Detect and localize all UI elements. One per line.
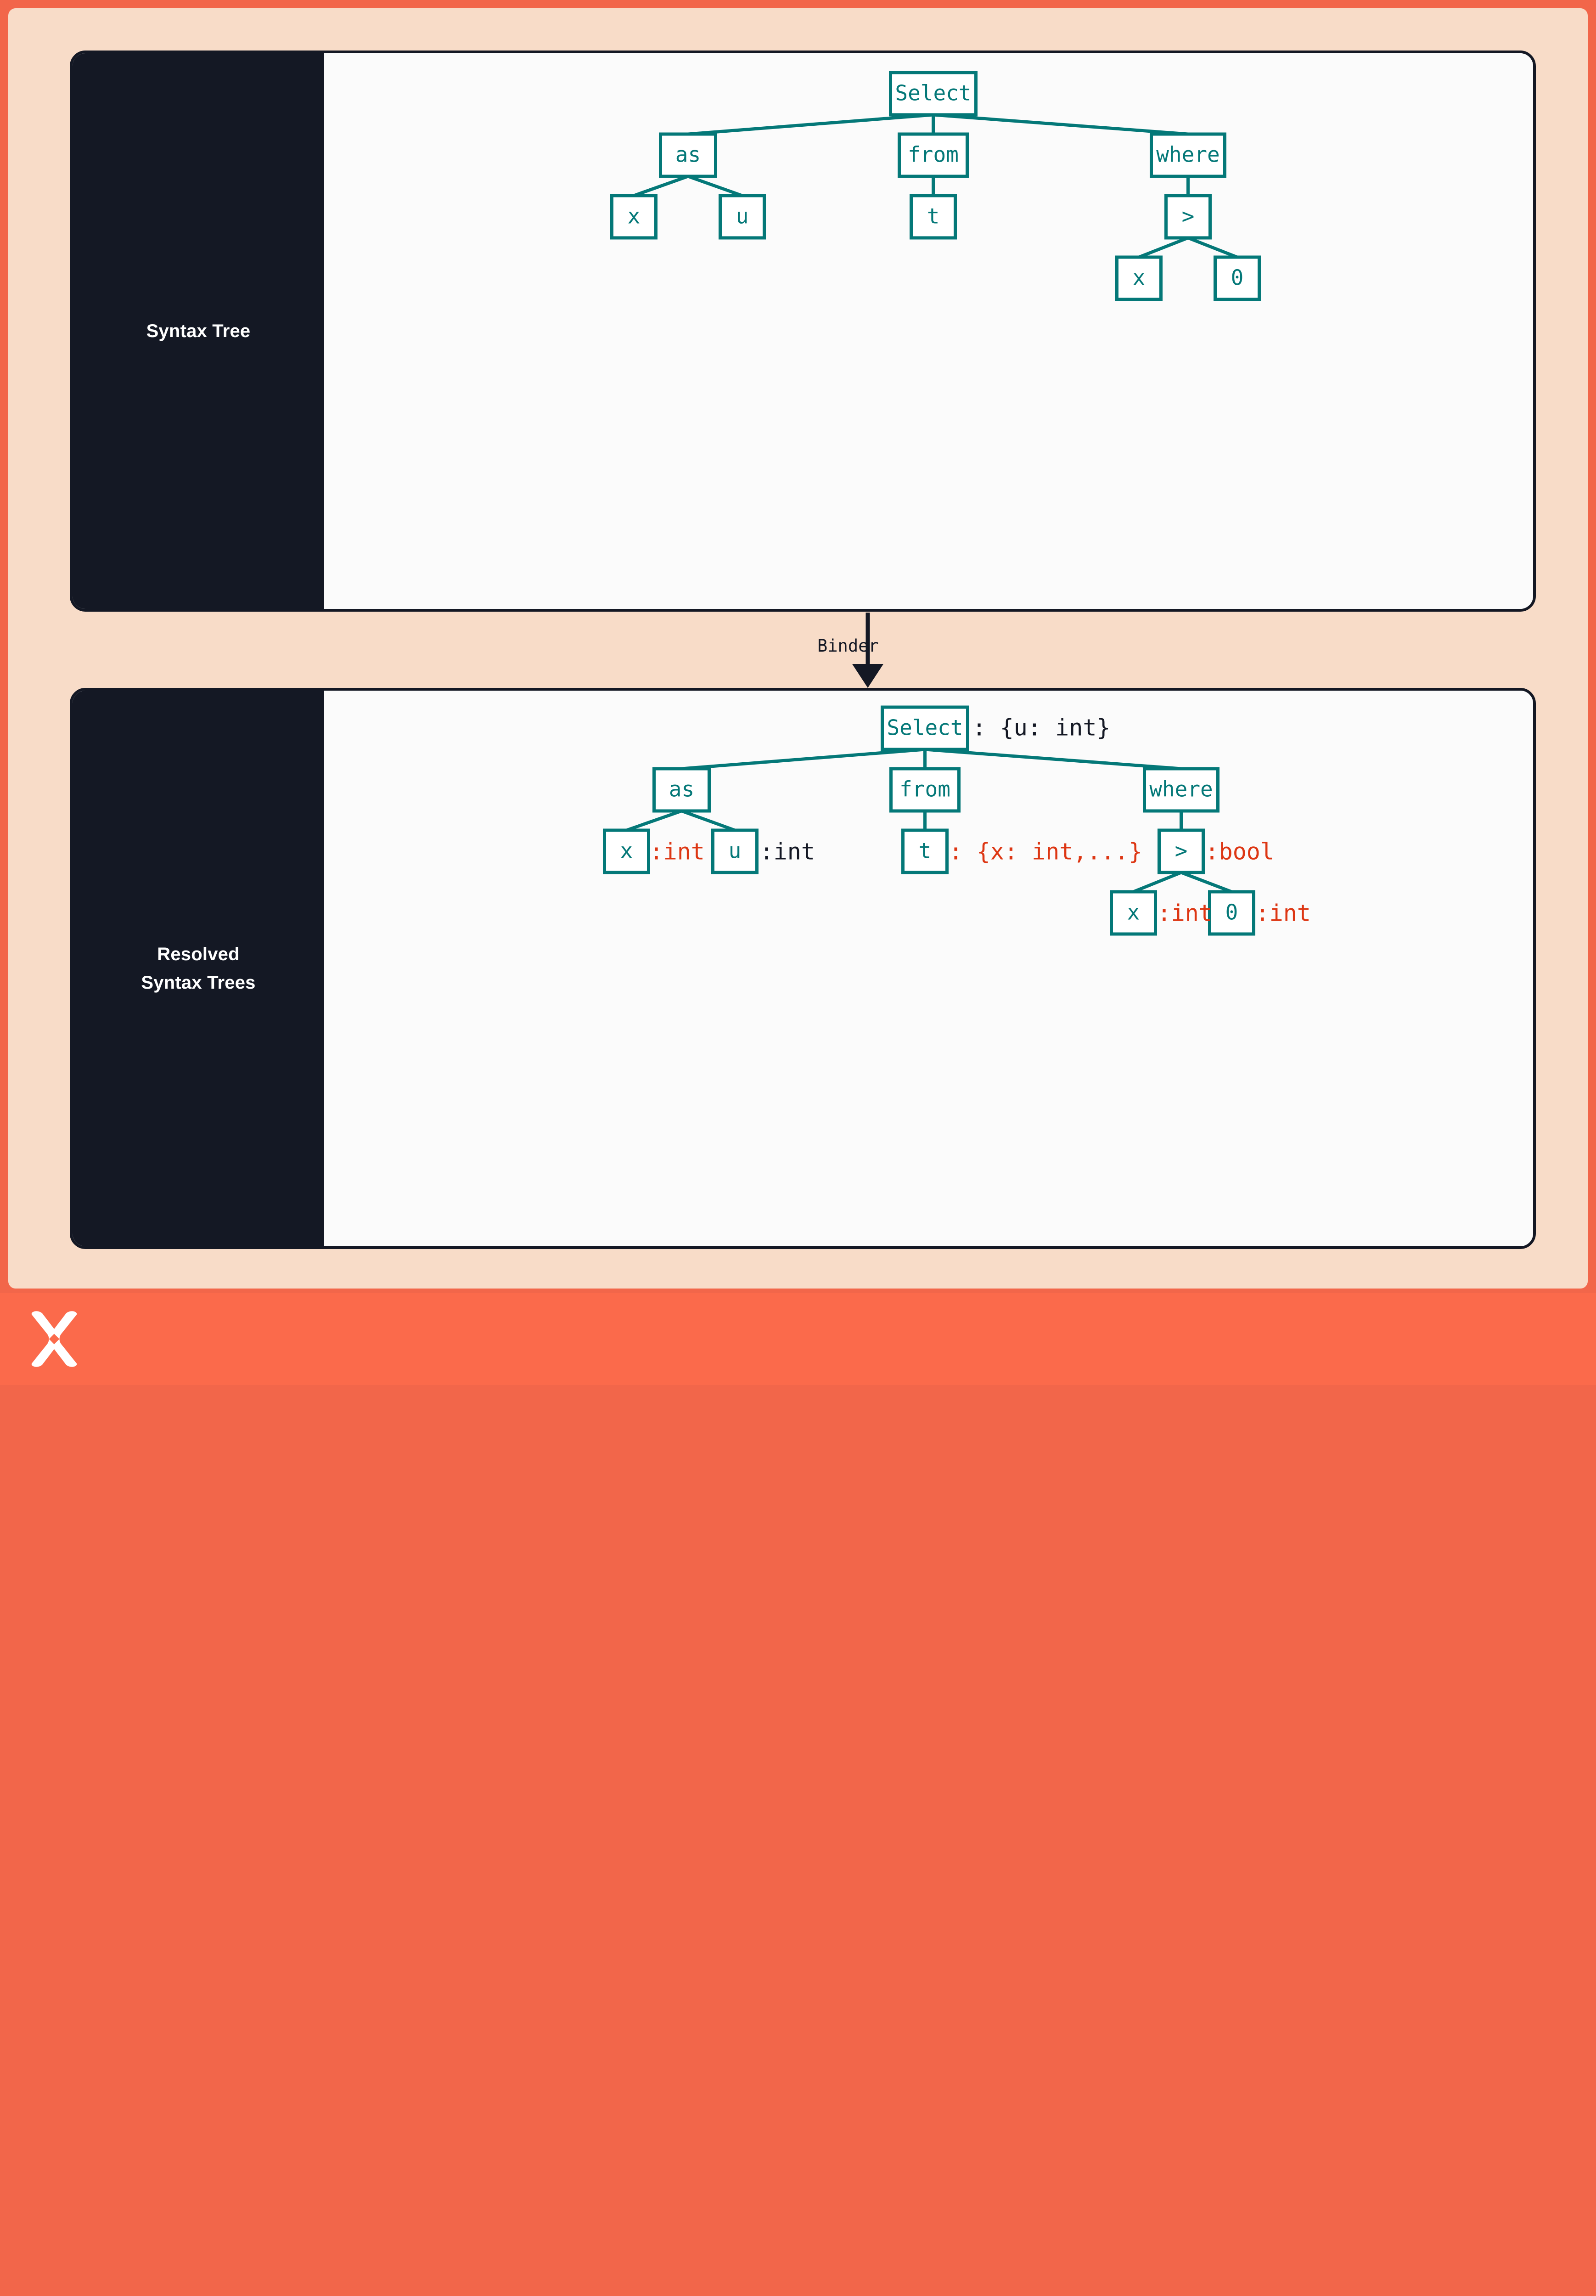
tree-node-label: x <box>628 204 641 229</box>
tree-node-label: u <box>736 204 749 229</box>
syntax-tree-graphic: Select as from where x u t > x 0 <box>610 71 1261 301</box>
binder-arrow-graphic <box>852 613 883 688</box>
tree-node-zero[interactable]: 0 <box>1214 255 1261 301</box>
tree-edge <box>1187 236 1238 259</box>
tree-edge <box>925 748 1181 771</box>
tree-node-label: > <box>1182 204 1195 229</box>
tree-edge <box>1138 236 1189 259</box>
tree-node-box <box>910 194 957 240</box>
resolved-syntax-tree-graphic: Select as from where x u t > x 0 : {u: int} :int :in… <box>603 705 1311 936</box>
tree-node-label: from <box>908 142 959 167</box>
tree-node-box <box>1164 194 1212 240</box>
tree-node-box <box>719 194 766 240</box>
tree-node-box <box>659 132 717 178</box>
sidebar-syntax-tree: Syntax Tree <box>73 53 324 609</box>
tree-node-label: Select <box>887 715 963 740</box>
tree-node-t[interactable]: t <box>901 828 949 874</box>
tree-node-box <box>610 194 658 240</box>
tree-node-box <box>881 705 969 751</box>
tree-node-x2[interactable]: x <box>1110 890 1157 936</box>
footer-bar: Binders Resolve Names and Check Types <box>0 1293 1596 1385</box>
tree-node-label: where <box>1149 777 1213 802</box>
tree-edge <box>1180 871 1232 894</box>
tree-node-t[interactable]: t <box>910 194 957 240</box>
panel-syntax-tree: Syntax Tree Select as from where x u t > x 0 <box>70 51 1536 612</box>
tree-node-label: as <box>675 142 701 167</box>
tree-node-where[interactable]: where <box>1143 767 1219 813</box>
binder-label: Binder <box>817 636 879 656</box>
tree-node-x1[interactable]: x <box>610 194 658 240</box>
type-annotation-select: : {u: int} <box>972 715 1111 741</box>
type-annotation-x2: :int <box>1158 900 1213 927</box>
tree-node-label: x <box>620 838 633 863</box>
tree-node-box <box>603 828 650 874</box>
tree-edge <box>681 748 925 771</box>
tree-node-label: Select <box>895 81 971 106</box>
tree-node-as[interactable]: as <box>652 767 711 813</box>
tree-node-as[interactable]: as <box>659 132 717 178</box>
type-annotation-gt: :bool <box>1205 838 1275 865</box>
type-annotation-zero: :int <box>1256 900 1311 927</box>
type-annotation-x1: :int <box>650 838 705 865</box>
tree-node-label: t <box>927 204 940 229</box>
tree-node-u[interactable]: u <box>719 194 766 240</box>
tree-edge <box>1133 871 1182 894</box>
tree-node-from[interactable]: from <box>898 132 969 178</box>
tree-node-select[interactable]: Select <box>881 705 969 751</box>
tree-node-x1[interactable]: x <box>603 828 650 874</box>
tree-node-label: as <box>669 777 694 802</box>
tree-node-box <box>901 828 949 874</box>
tree-node-label: u <box>729 838 742 863</box>
tree-node-label: from <box>899 777 950 802</box>
tree-node-x2[interactable]: x <box>1115 255 1163 301</box>
tree-node-label: x <box>1127 900 1140 925</box>
butterfly-x-logo-icon <box>31 1311 77 1367</box>
tree-node-label: > <box>1175 838 1188 863</box>
tree-edge <box>626 809 682 832</box>
tree-node-box <box>898 132 969 178</box>
board-resolved-syntax-trees: Select as from where x u t > x 0 : {u: int} :int :in… <box>324 691 1533 1246</box>
tree-node-label: x <box>1133 265 1146 290</box>
tree-node-box <box>1214 255 1261 301</box>
tree-node-box <box>1110 890 1157 936</box>
tree-edge <box>633 174 689 197</box>
tree-node-box <box>1158 828 1205 874</box>
tree-node-box <box>1208 890 1255 936</box>
tree-node-gt[interactable]: > <box>1158 828 1205 874</box>
binder-arrow <box>753 613 1038 688</box>
tree-edge <box>933 113 1188 136</box>
type-annotation-t: : {x: int,...} <box>949 838 1142 865</box>
tree-node-from[interactable]: from <box>889 767 961 813</box>
tree-node-label: where <box>1156 142 1219 167</box>
tree-node-box <box>652 767 711 813</box>
tree-node-gt[interactable]: > <box>1164 194 1212 240</box>
tree-node-label: 0 <box>1225 900 1238 925</box>
tree-edge <box>688 113 933 136</box>
tree-node-box <box>1143 767 1219 813</box>
tree-node-box <box>711 828 759 874</box>
tree-node-zero[interactable]: 0 <box>1208 890 1255 936</box>
tree-node-box <box>889 767 961 813</box>
tree-node-box <box>1115 255 1163 301</box>
tree-node-select[interactable]: Select <box>889 71 978 117</box>
tree-node-label: 0 <box>1231 265 1244 290</box>
tree-edge <box>681 809 736 832</box>
tree-edge <box>687 174 743 197</box>
tree-node-where[interactable]: where <box>1150 132 1226 178</box>
board-syntax-tree: Select as from where x u t > x 0 <box>324 53 1533 609</box>
tree-node-box <box>1150 132 1226 178</box>
tree-node-label: t <box>919 838 932 863</box>
tree-node-box <box>889 71 978 117</box>
type-annotation-u: :int <box>760 838 815 865</box>
sidebar-label-syntax-tree: Syntax Tree <box>146 321 251 341</box>
tree-node-u[interactable]: u <box>711 828 759 874</box>
diagram-stage: Syntax Tree Select as from where x u t > x 0 Bind… <box>0 4 1596 1385</box>
